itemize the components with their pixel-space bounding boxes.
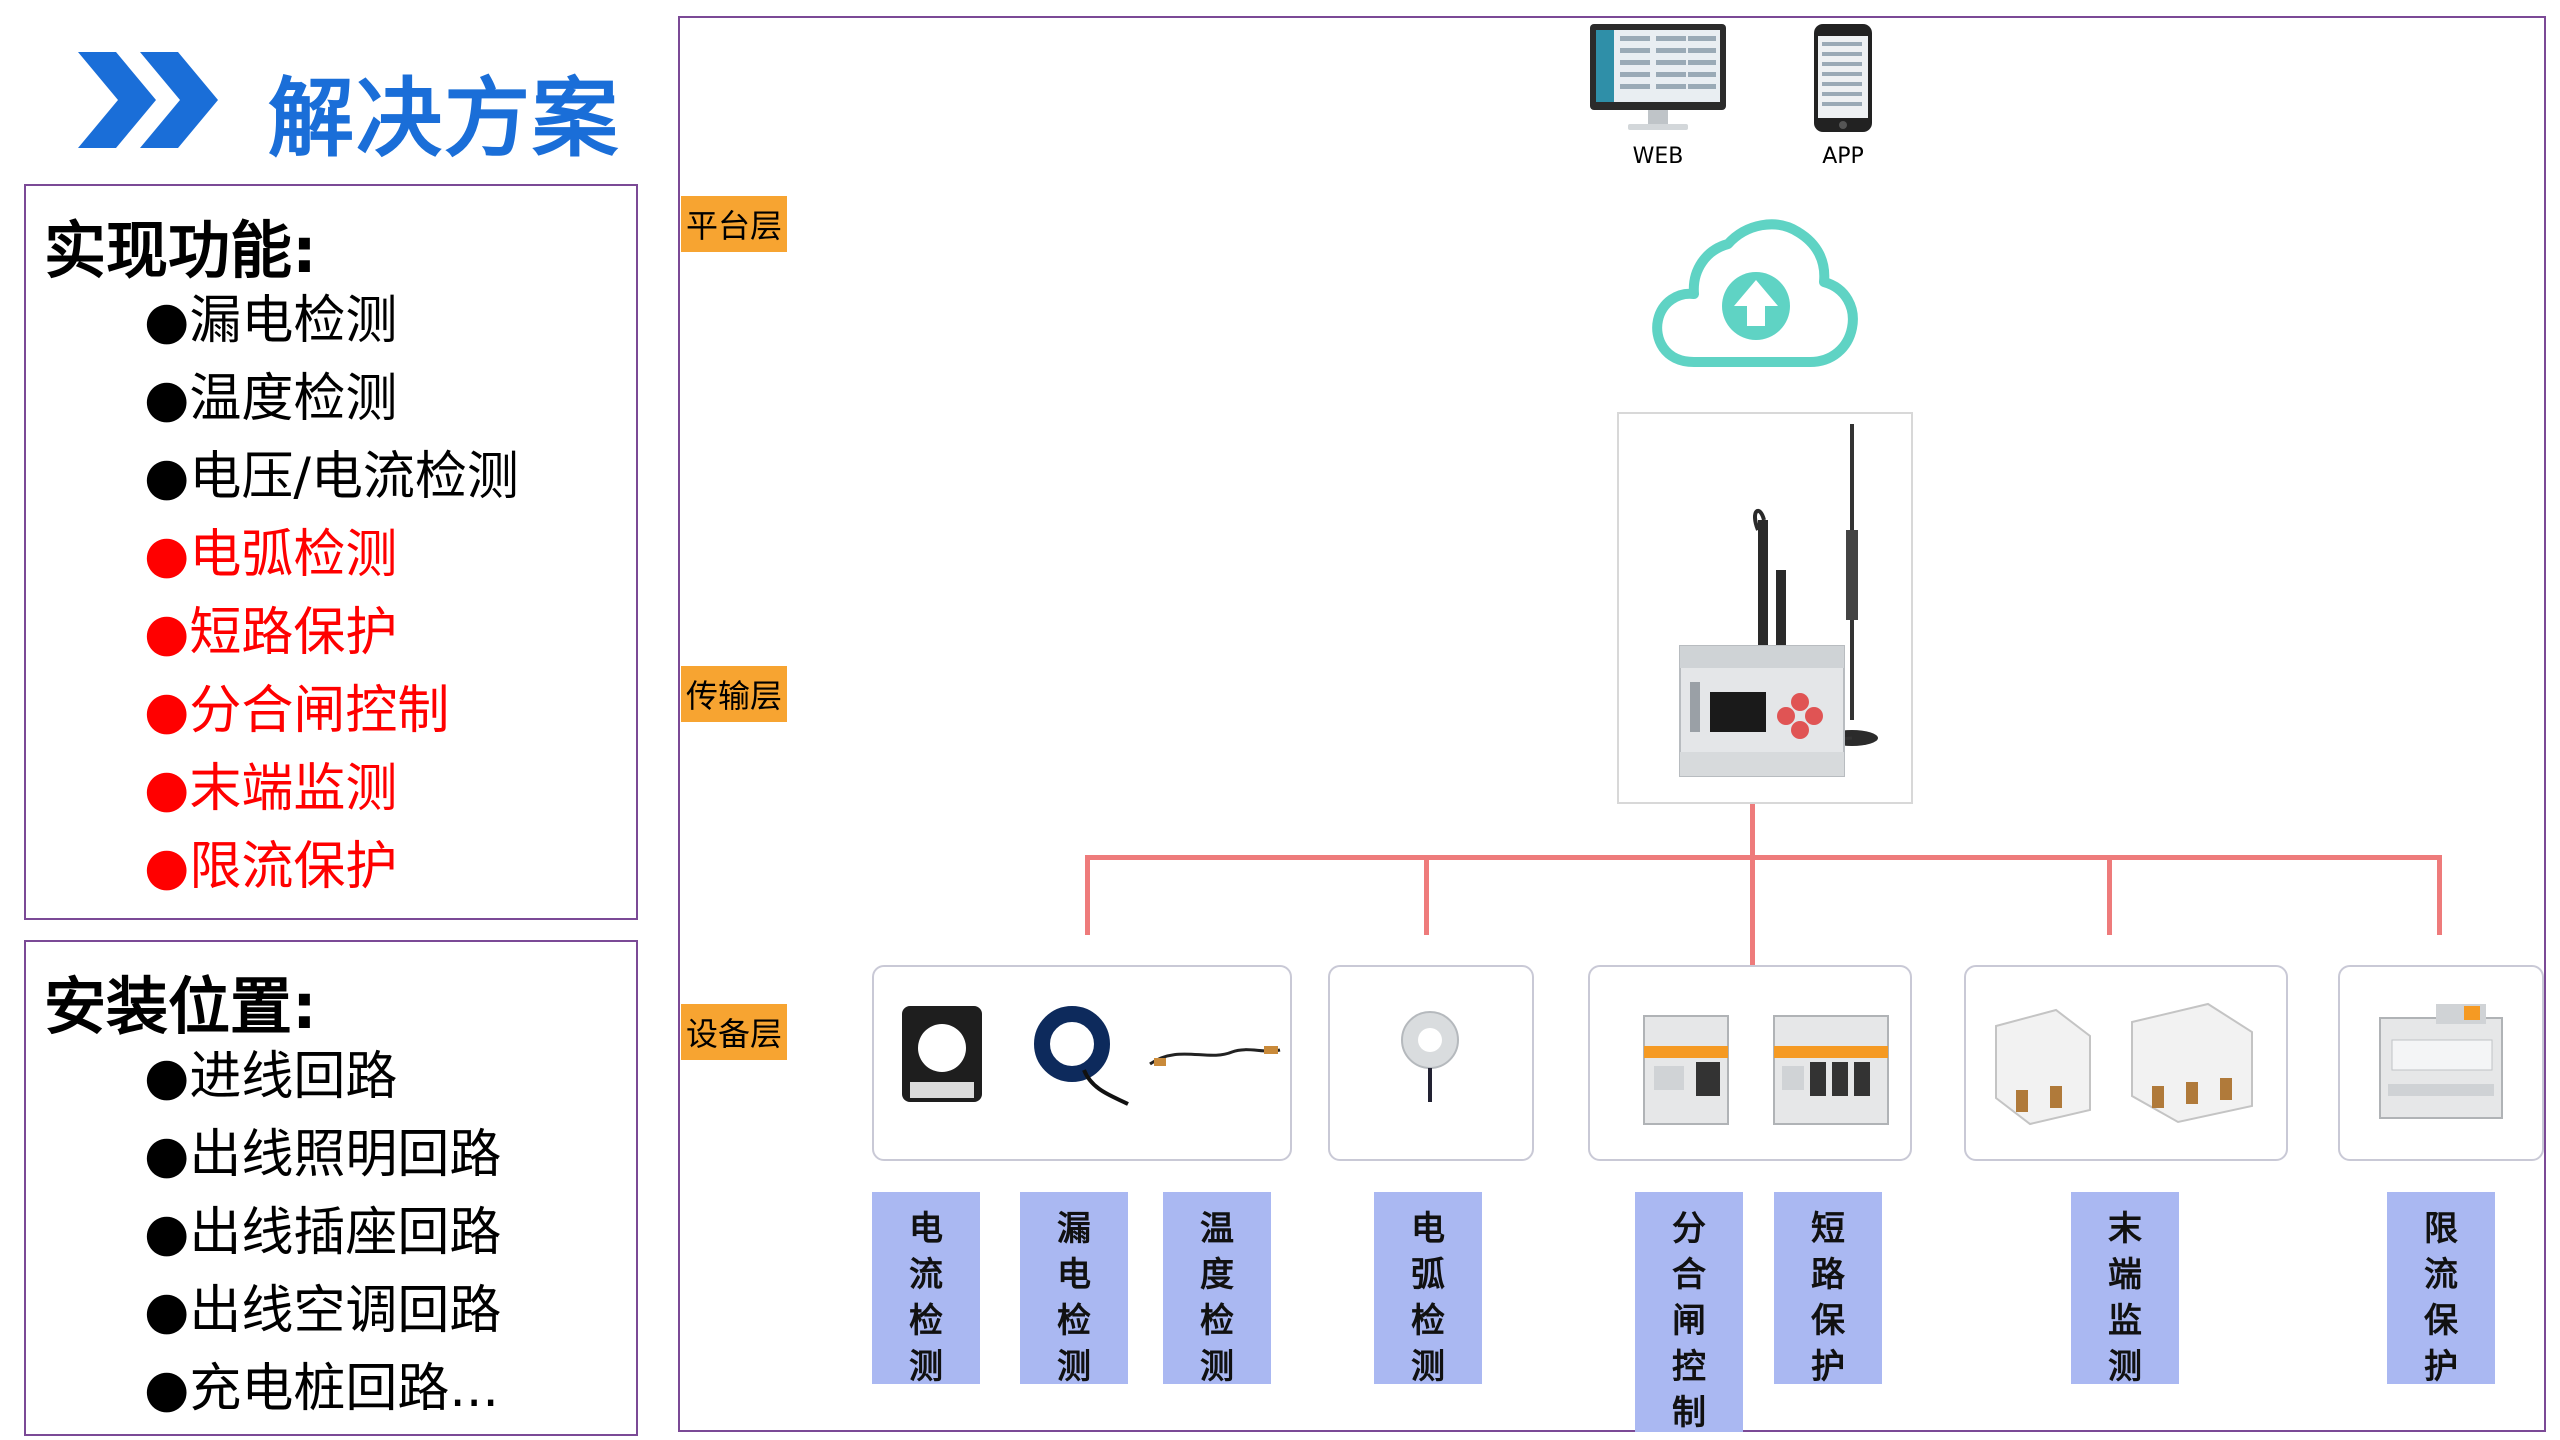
connector-drop-1 [1085, 855, 1090, 935]
breaker-4p-icon [1773, 1015, 1889, 1125]
connector-drop-3 [1750, 855, 1755, 965]
device-layer-tag: 设备层 [681, 1004, 787, 1060]
cloud-upload-icon [1652, 219, 1858, 367]
label-switch-control: 分合闸控制 [1635, 1192, 1743, 1433]
label-short-circuit-protect: 短路保护 [1774, 1192, 1882, 1387]
terminal-3p-icon [2131, 1002, 2253, 1124]
gateway-device-icon [1679, 424, 1878, 777]
arc-detector-icon [1401, 1011, 1459, 1102]
function-item: ●短路保护 [144, 603, 398, 663]
install-item: ●进线回路 [144, 1047, 398, 1107]
install-item: ●出线照明回路 [144, 1125, 502, 1185]
transport-layer-tag: 传输层 [681, 666, 787, 722]
current-limiter-icon [2379, 1004, 2503, 1119]
function-item: ●电压/电流检测 [144, 447, 519, 507]
install-item: ●出线空调回路 [144, 1281, 502, 1341]
connector-gateway-down [1750, 782, 1755, 896]
platform-layer-tag: 平台层 [681, 196, 787, 252]
temperature-probe-icon [1149, 1046, 1281, 1066]
web-monitor-icon [1590, 24, 1726, 130]
function-item: ●漏电检测 [144, 291, 398, 351]
install-panel: 安装位置: ●进线回路 ●出线照明回路 ●出线插座回路 ●出线空调回路 ●充电桩回路..… [24, 940, 638, 1436]
web-label: WEB [1632, 144, 1684, 169]
current-transformer-icon [902, 1006, 982, 1102]
page-title: 解决方案 [268, 69, 620, 169]
connector-bus [1085, 855, 2442, 860]
function-item: ●分合闸控制 [144, 681, 450, 741]
label-leakage-detect: 漏电检测 [1020, 1192, 1128, 1387]
function-item: ●末端监测 [144, 759, 398, 819]
label-current-detect: 电流检测 [872, 1192, 980, 1387]
functions-title: 实现功能: [44, 214, 317, 287]
architecture-diagram [678, 16, 2546, 1432]
connector-drop-4 [2107, 855, 2112, 935]
install-item: ●充电桩回路... [144, 1359, 499, 1419]
terminal-2p-icon [1995, 1008, 2091, 1126]
connector-drop-2 [1424, 855, 1429, 935]
label-terminal-monitor: 末端监测 [2071, 1192, 2179, 1387]
app-label: APP [1822, 144, 1864, 169]
function-item: ●电弧检测 [144, 525, 398, 585]
function-item: ●限流保护 [144, 837, 398, 897]
leakage-ct-icon [1034, 1006, 1129, 1106]
connector-drop-5 [2437, 855, 2442, 935]
function-item: ●温度检测 [144, 369, 398, 429]
breaker-2p-icon [1643, 1015, 1729, 1125]
install-item: ●出线插座回路 [144, 1203, 502, 1263]
install-title: 安装位置: [44, 970, 317, 1043]
label-current-limit-protect: 限流保护 [2387, 1192, 2495, 1387]
label-temperature-detect: 温度检测 [1163, 1192, 1271, 1387]
label-arc-detect: 电弧检测 [1374, 1192, 1482, 1387]
app-phone-icon [1814, 24, 1872, 132]
double-chevron-icon [78, 52, 218, 148]
functions-panel: 实现功能: ●漏电检测 ●温度检测 ●电压/电流检测 ●电弧检测 ●短路保护 ●分合闸控制… [24, 184, 638, 920]
